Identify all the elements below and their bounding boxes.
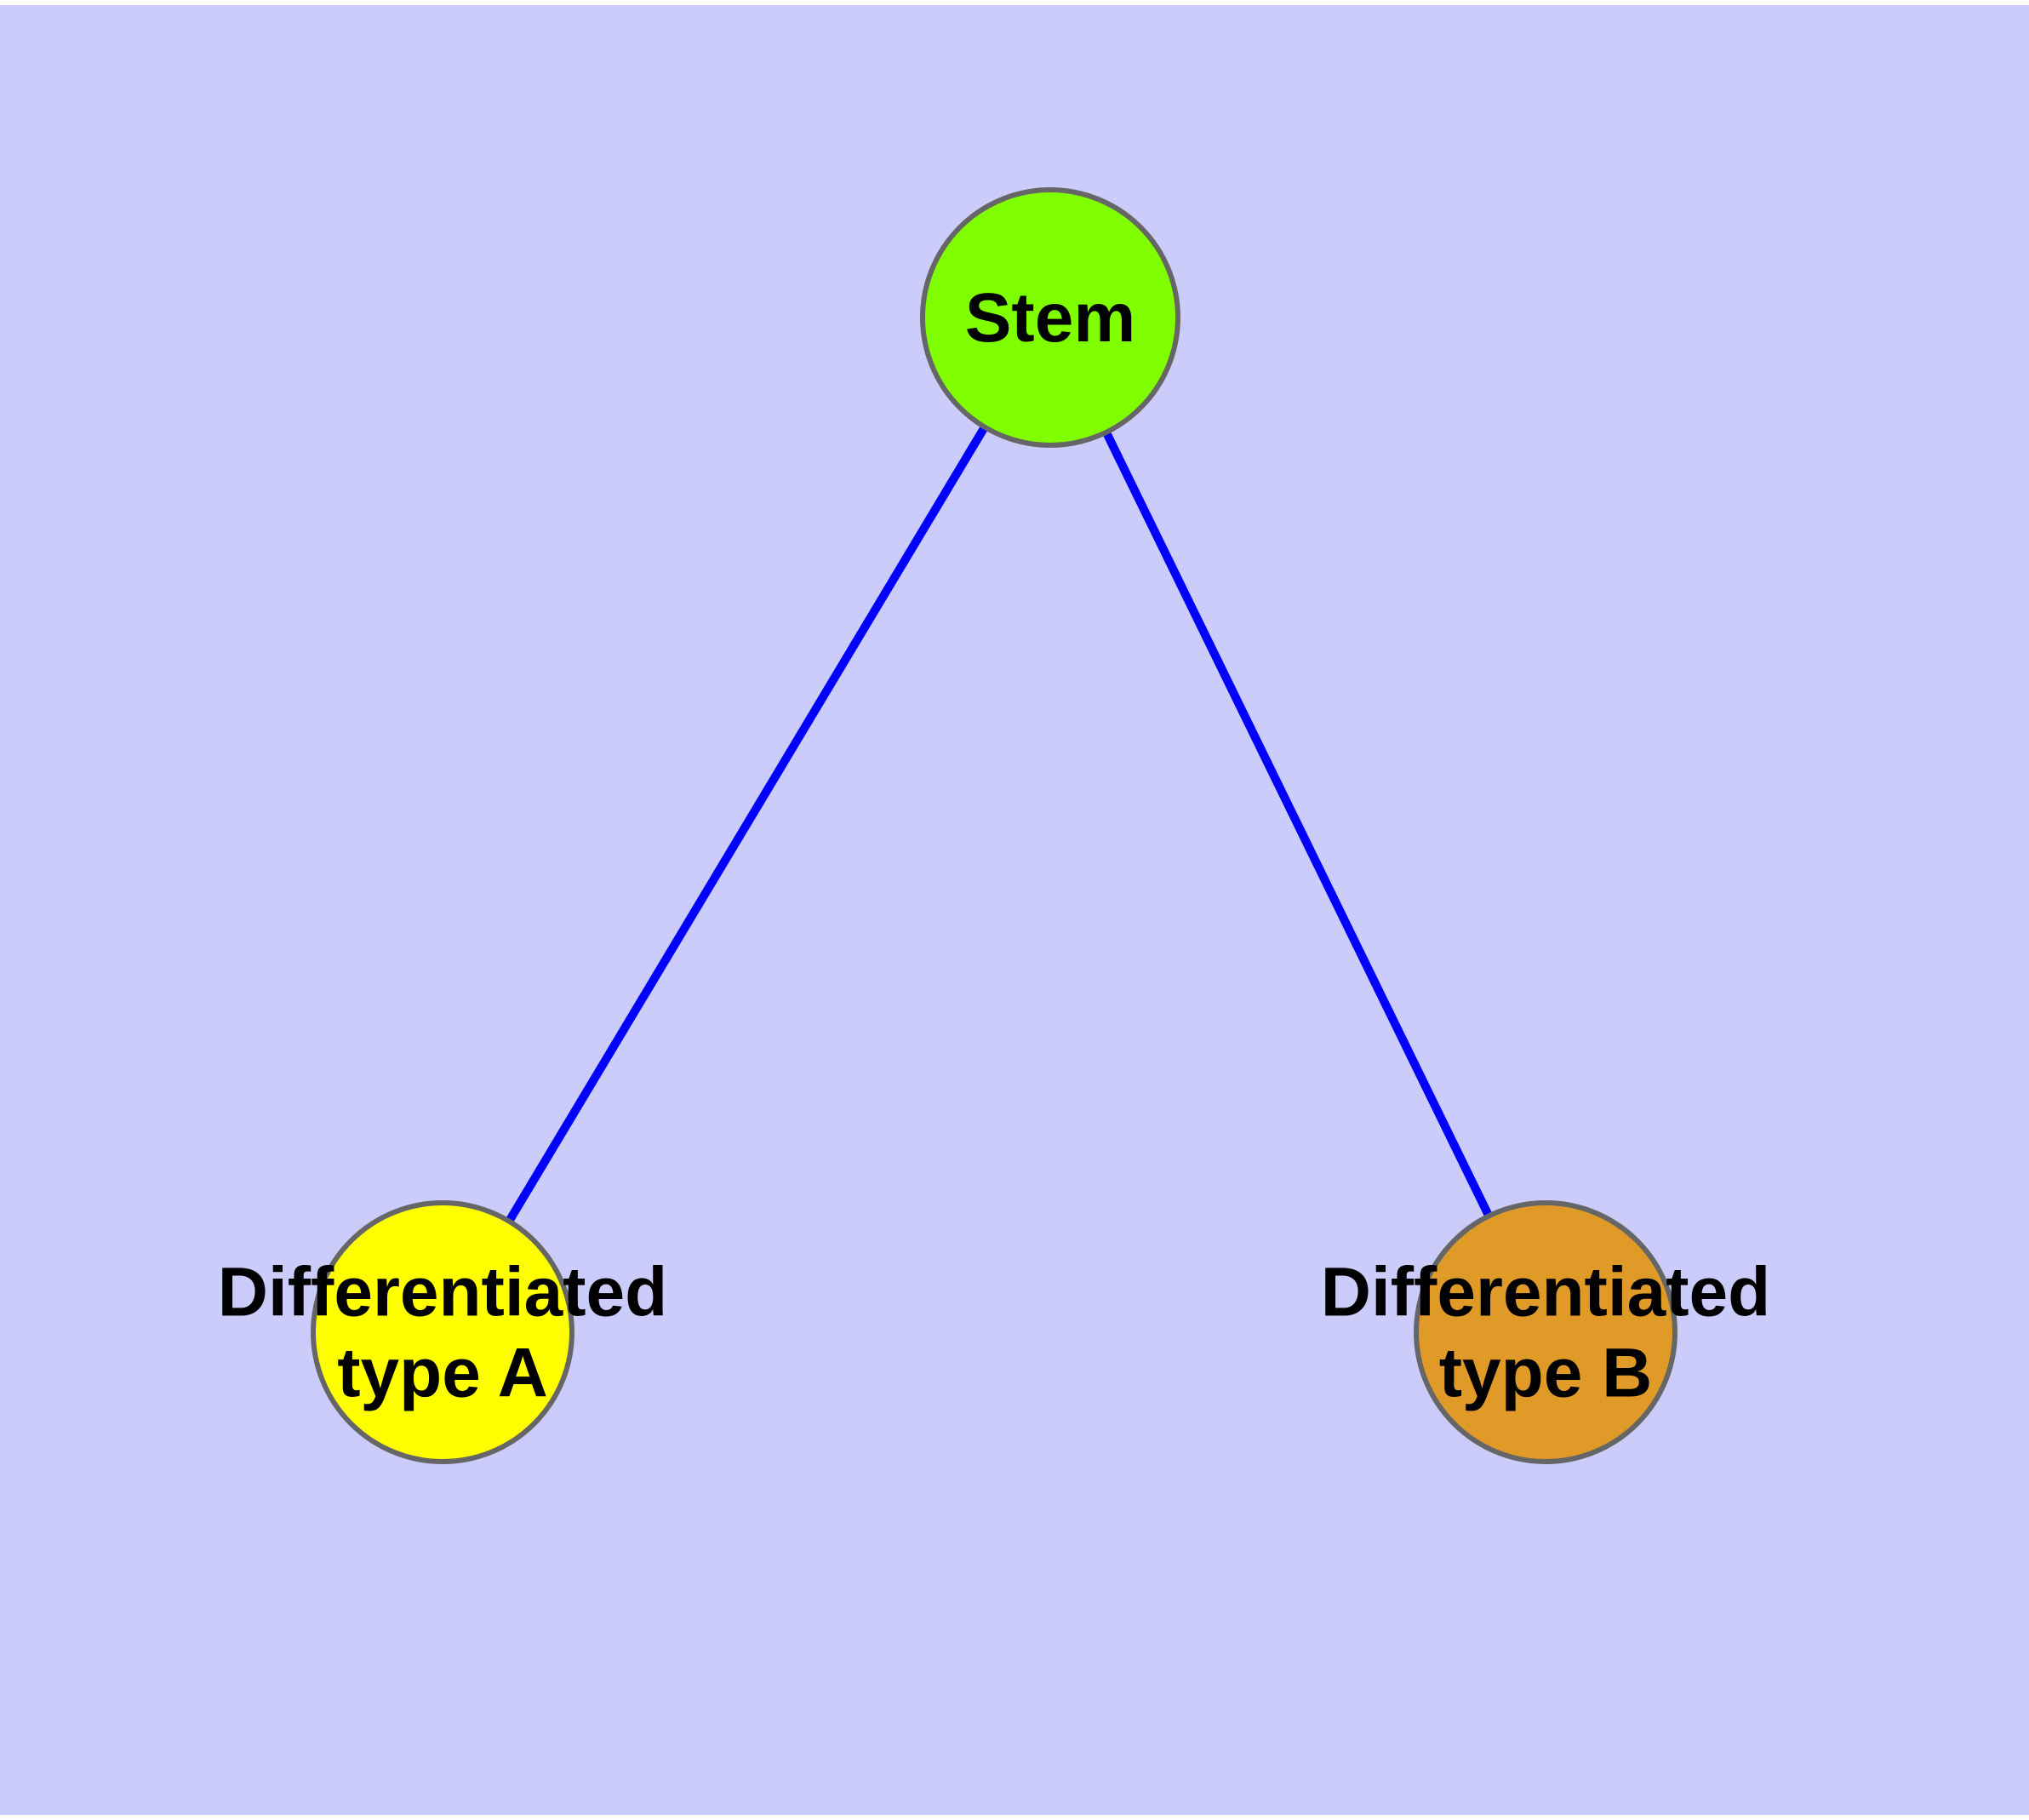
node-label-line: Differentiated	[218, 1253, 668, 1331]
edge-stem-to-diff-b[interactable]	[1101, 428, 1494, 1220]
node-stem[interactable]	[920, 187, 1180, 448]
node-label-stem: Stem	[965, 279, 1136, 357]
node-label-line: Stem	[965, 279, 1136, 357]
edge-stem-to-diff-a[interactable]	[504, 423, 990, 1225]
node-layer	[311, 187, 1677, 1464]
node-label-line: type A	[337, 1334, 548, 1411]
node-diff_b[interactable]	[1414, 1200, 1677, 1464]
node-diff_a[interactable]	[311, 1200, 574, 1464]
edge-layer	[504, 423, 1494, 1225]
node-label-line: type B	[1439, 1334, 1653, 1411]
node-label-line: Differentiated	[1321, 1253, 1771, 1331]
